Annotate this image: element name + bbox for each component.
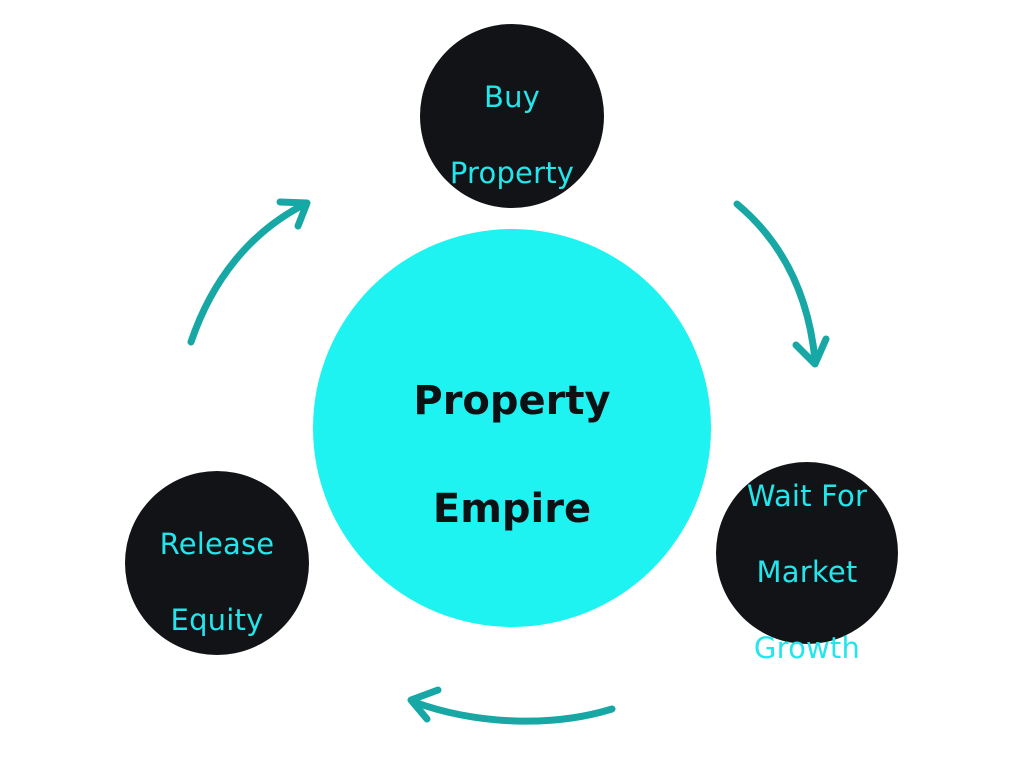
node-release-equity: Release Equity (125, 471, 309, 655)
arrow-release-to-buy (187, 198, 311, 346)
node-buy-label-line1: Buy (483, 80, 541, 114)
center-label-line2: Empire (432, 486, 592, 532)
arrow-wait-to-release (407, 686, 616, 725)
node-buy-property: Buy Property (420, 24, 604, 208)
center-node-property-empire: Property Empire (313, 229, 711, 627)
node-wait-for-market-growth: Wait For Market Growth (716, 462, 898, 665)
center-label-line1: Property (413, 378, 611, 424)
node-wait-label-line3: Growth (753, 631, 861, 665)
node-wait-label-line2: Market (756, 555, 858, 589)
arrow-buy-to-wait (733, 200, 830, 368)
node-release-label-line1: Release (159, 527, 275, 561)
node-release-label-line2: Equity (170, 603, 264, 637)
node-buy-label-line2: Property (449, 156, 575, 190)
node-wait-label-line1: Wait For (746, 479, 868, 513)
